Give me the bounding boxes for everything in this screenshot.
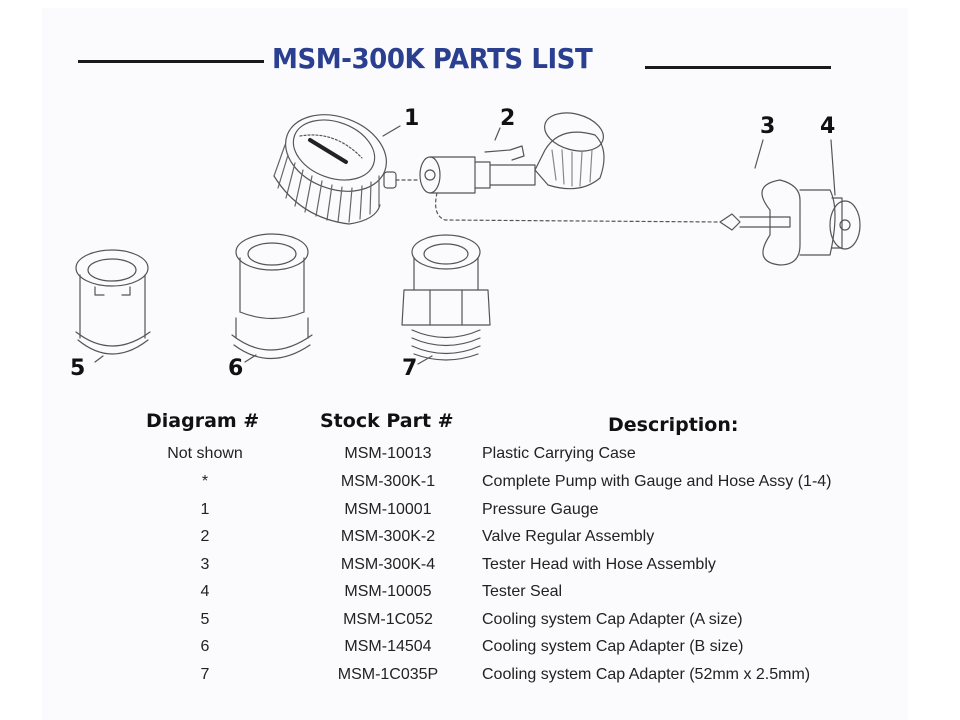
- stock-cell: MSM-1C035P: [337, 666, 439, 683]
- description-cell: Cooling system Cap Adapter (A size): [482, 611, 743, 628]
- callout-2: 2: [500, 106, 516, 131]
- description-cell: Valve Regular Assembly: [482, 528, 655, 545]
- table-row: 4 MSM-10005 Tester Seal: [0, 583, 960, 610]
- page-title: MSM-300K PARTS LIST: [272, 42, 593, 75]
- description-cell: Complete Pump with Gauge and Hose Assy (…: [482, 473, 832, 490]
- stock-cell: MSM-1C052: [343, 611, 433, 628]
- exploded-parts-diagram: [75, 112, 861, 365]
- stock-cell: MSM-300K-2: [340, 528, 436, 545]
- tester-head-drawing: [719, 179, 843, 266]
- diagram-cell: 4: [200, 583, 210, 600]
- diagram-cell: 6: [200, 638, 210, 655]
- table-row: 2 MSM-300K-2 Valve Regular Assembly: [0, 528, 960, 555]
- diagram-cell: Not shown: [167, 445, 243, 462]
- header-description: Description:: [608, 414, 739, 436]
- table-row: 1 MSM-10001 Pressure Gauge: [0, 501, 960, 528]
- diagram-cell: *: [201, 473, 209, 490]
- diagram-cell: 5: [200, 611, 210, 628]
- title-rule-left: [78, 60, 264, 63]
- diagram-cell: 2: [200, 528, 210, 545]
- description-cell: Cooling system Cap Adapter (B size): [482, 638, 744, 655]
- diagram-cell: 7: [200, 666, 210, 683]
- cap-adapter-52mm-drawing: [401, 234, 491, 361]
- header-diagram-number: Diagram #: [146, 410, 260, 432]
- table-row: 5 MSM-1C052 Cooling system Cap Adapter (…: [0, 611, 960, 638]
- stock-cell: MSM-14504: [344, 638, 432, 655]
- stock-cell: MSM-10005: [344, 583, 432, 600]
- diagram-cell: 1: [200, 501, 210, 518]
- description-cell: Tester Head with Hose Assembly: [482, 556, 716, 573]
- callout-6: 6: [228, 356, 244, 381]
- callout-3: 3: [760, 114, 776, 139]
- stock-cell: MSM-10013: [344, 445, 432, 462]
- diagram-cell: 3: [200, 556, 210, 573]
- cap-adapter-b-drawing: [231, 233, 313, 360]
- stock-cell: MSM-300K-4: [340, 556, 436, 573]
- table-row: 6 MSM-14504 Cooling system Cap Adapter (…: [0, 638, 960, 665]
- description-cell: Pressure Gauge: [482, 501, 599, 518]
- table-row: Not shown MSM-10013 Plastic Carrying Cas…: [0, 445, 960, 472]
- description-cell: Plastic Carrying Case: [482, 445, 636, 462]
- callout-5: 5: [70, 356, 86, 381]
- table-row: 7 MSM-1C035P Cooling system Cap Adapter …: [0, 666, 960, 693]
- stock-cell: MSM-10001: [344, 501, 432, 518]
- callout-7: 7: [402, 356, 418, 381]
- table-row: * MSM-300K-1 Complete Pump with Gauge an…: [0, 473, 960, 500]
- stock-cell: MSM-300K-1: [340, 473, 436, 490]
- valve-assembly-drawing: [419, 112, 721, 223]
- title-rule-right: [645, 66, 831, 69]
- cap-adapter-a-drawing: [75, 249, 151, 355]
- callout-4: 4: [820, 114, 836, 139]
- header-stock-part-number: Stock Part #: [320, 410, 454, 432]
- callout-1: 1: [404, 106, 420, 131]
- description-cell: Cooling system Cap Adapter (52mm x 2.5mm…: [482, 666, 811, 683]
- description-cell: Tester Seal: [482, 583, 563, 600]
- parts-sheet: [42, 8, 908, 720]
- tester-seal-drawing: [829, 200, 861, 250]
- table-row: 3 MSM-300K-4 Tester Head with Hose Assem…: [0, 556, 960, 583]
- pressure-gauge-drawing: [273, 114, 419, 225]
